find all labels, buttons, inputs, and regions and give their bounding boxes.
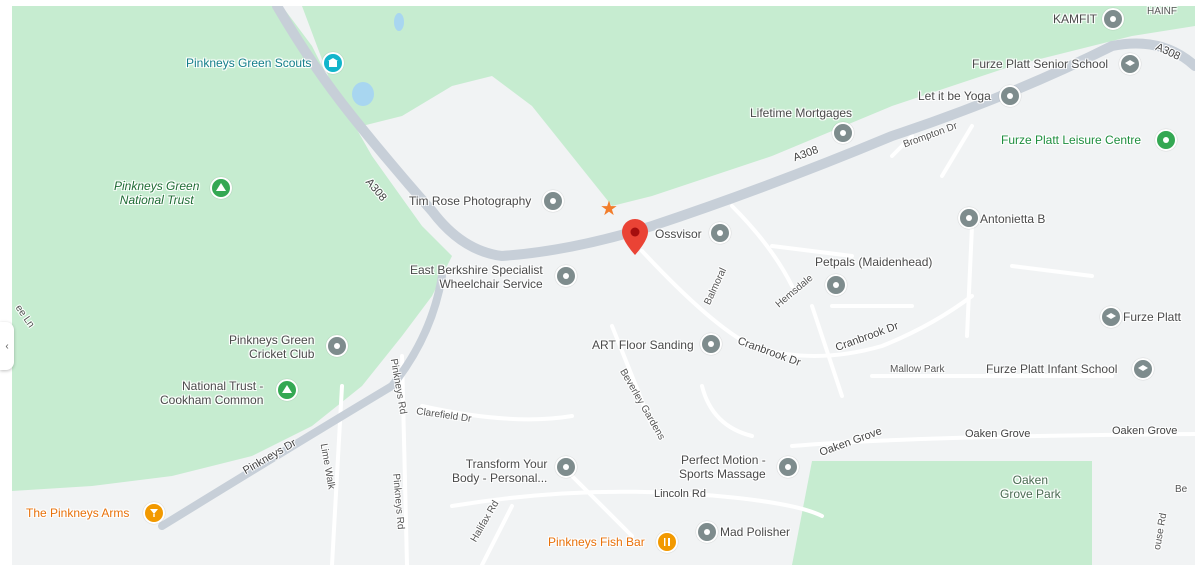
poi-label-east-berkshire-specialist[interactable]: East Berkshire Specialist Wheelchair Ser… (410, 263, 543, 291)
place-marker-icon[interactable] (1102, 8, 1124, 30)
poi-label-pinkneys-green-cricket-club[interactable]: Pinkneys Green Cricket Club (229, 333, 315, 361)
road-label-oaken-grove-3: Oaken Grove (1112, 425, 1178, 437)
minor-roads (330, 124, 1195, 565)
park-icon[interactable] (276, 379, 298, 401)
chevron-left-icon: ‹ (5, 340, 9, 352)
place-marker-icon[interactable] (709, 222, 731, 244)
poi-label-pinkneys-green-scouts[interactable]: Pinkneys Green Scouts (186, 56, 312, 70)
poi-label-furze-platt[interactable]: Furze Platt (1123, 310, 1182, 324)
poi-label-tim-rose-photography[interactable]: Tim Rose Photography (409, 194, 532, 208)
poi-label-furze-platt-leisure-centre[interactable]: Furze Platt Leisure Centre (1001, 133, 1142, 147)
road-label-lincoln-rd: Lincoln Rd (654, 488, 706, 500)
place-marker-icon[interactable] (555, 456, 577, 478)
school-icon[interactable] (1119, 53, 1141, 75)
green-area-oaken-grove (792, 461, 1092, 565)
poi-label-furze-platt-senior-school[interactable]: Furze Platt Senior School (972, 57, 1109, 71)
road-label-be: Be (1175, 484, 1188, 495)
place-marker-icon[interactable] (542, 190, 564, 212)
poi-label-transform-your-body[interactable]: Transform Your Body - Personal... (452, 457, 548, 485)
green-area-north (302, 6, 1195, 206)
road-label-hainf: HAINF (1147, 6, 1177, 17)
place-marker-icon[interactable] (326, 335, 348, 357)
poi-label-mad-polisher[interactable]: Mad Polisher (720, 525, 791, 539)
place-marker-icon[interactable] (696, 521, 718, 543)
poi-label-lifetime-mortgages[interactable]: Lifetime Mortgages (750, 106, 853, 120)
star-icon[interactable]: ★ (600, 198, 618, 220)
park-icon[interactable] (210, 177, 232, 199)
poi-label-antonietta-b[interactable]: Antonietta B (980, 212, 1046, 226)
location-pin-icon[interactable] (622, 219, 648, 255)
area-label-oaken-grove-park: Oaken Grove Park (1000, 473, 1061, 501)
place-marker-icon[interactable] (832, 122, 854, 144)
poi-label-pinkneys-fish-bar[interactable]: Pinkneys Fish Bar (548, 535, 645, 549)
poi-label-furze-platt-infant-school[interactable]: Furze Platt Infant School (986, 362, 1118, 376)
road-label-mallow-park: Mallow Park (890, 364, 945, 375)
restaurant-icon[interactable] (656, 531, 678, 553)
school-icon[interactable] (1132, 358, 1154, 380)
map-base-layer (12, 6, 1195, 565)
place-marker-icon[interactable] (555, 265, 577, 287)
poi-label-art-floor-sanding[interactable]: ART Floor Sanding (592, 338, 694, 352)
water-pond-1 (352, 82, 374, 106)
place-marker-icon[interactable] (825, 274, 847, 296)
poi-label-national-trust-cookham-common[interactable]: National Trust - Cookham Common (160, 379, 264, 407)
poi-label-pinkneys-green-national-trust[interactable]: Pinkneys Green National Trust (114, 179, 200, 207)
poi-label-the-pinkneys-arms[interactable]: The Pinkneys Arms (26, 506, 130, 520)
place-marker-icon[interactable] (700, 333, 722, 355)
school-icon[interactable] (322, 52, 344, 74)
poi-label-ossvisor[interactable]: Ossvisor (655, 227, 702, 241)
pinkneys-dr-road (158, 272, 446, 530)
green-area-pinkneys-common (12, 6, 452, 491)
place-marker-icon[interactable] (777, 456, 799, 478)
leisure-icon[interactable] (1155, 129, 1177, 151)
bar-icon[interactable] (143, 502, 165, 524)
road-label-oaken-grove-2: Oaken Grove (965, 428, 1031, 440)
side-panel-toggle[interactable]: ‹ (0, 322, 14, 370)
poi-label-petpals[interactable]: Petpals (Maidenhead) (815, 255, 933, 269)
place-marker-icon[interactable] (999, 85, 1021, 107)
place-marker-icon[interactable] (958, 207, 980, 229)
school-icon[interactable] (1100, 306, 1122, 328)
poi-label-perfect-motion[interactable]: Perfect Motion - Sports Massage (679, 453, 766, 481)
water-pond-2 (394, 13, 404, 31)
poi-label-let-it-be-yoga[interactable]: Let it be Yoga (918, 89, 991, 103)
poi-label-kamfit[interactable]: KAMFIT (1053, 12, 1097, 26)
map-canvas[interactable]: A308 A308 A308 Brompton Dr Balmoral Hems… (12, 6, 1195, 565)
